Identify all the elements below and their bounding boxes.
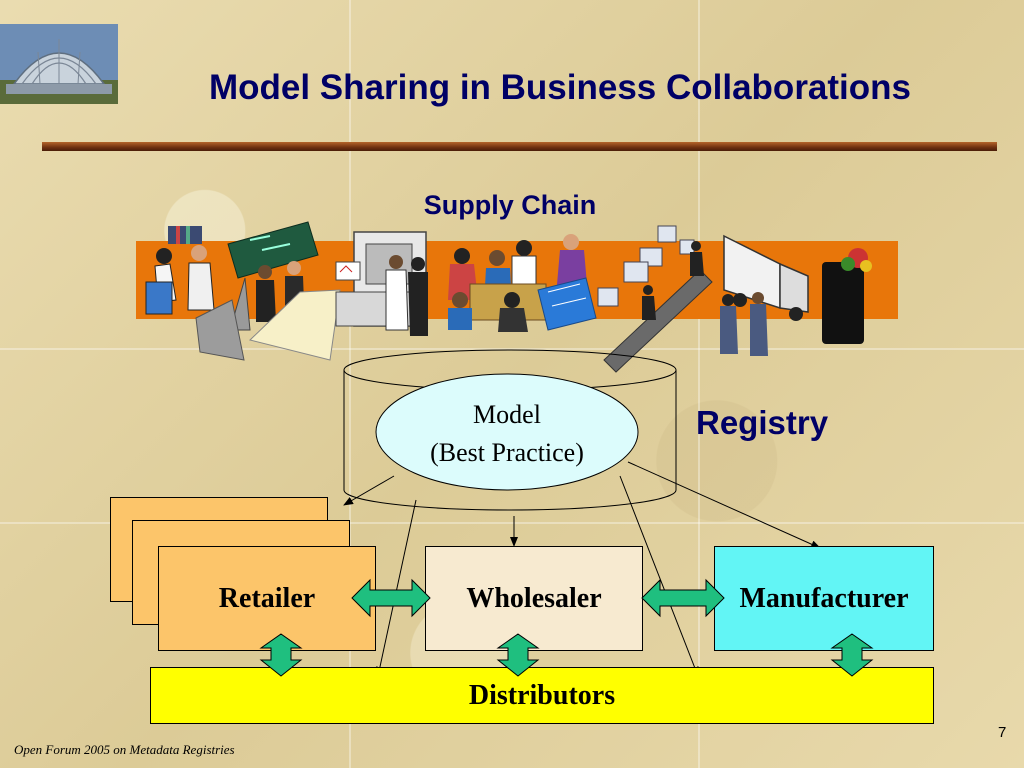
model-arrow-retailer [343,475,395,506]
supply-chain-clipart-icon [145,221,872,373]
model-label-line2: (Best Practice) [430,438,584,467]
retailer-label: Retailer [218,582,316,614]
wholesaler-box: Wholesaler [425,546,643,651]
model-label: Model (Best Practice) [378,396,636,472]
grid-line [0,348,1024,350]
supply-chain-label: Supply Chain [423,190,597,220]
model-ellipse [375,373,639,491]
grid-line [349,0,351,768]
footer-text: Open Forum 2005 on Metadata Registries [14,742,235,757]
page-title: Model Sharing in Business Collaborations [208,68,912,107]
distributors-label: Distributors [468,679,616,711]
wholesaler-label: Wholesaler [466,582,602,614]
model-arrow-manufacturer [627,461,821,549]
retailer-box: Retailer [158,546,376,651]
manufacturer-label: Manufacturer [739,582,909,614]
page-number: 7 [998,724,1007,741]
model-arrow-distributor-left [375,499,417,677]
grid-line [0,522,1024,524]
model-label-line1: Model [473,400,541,429]
grid-line [698,0,700,768]
building-dome-logo-icon [0,24,118,104]
registry-label: Registry [696,404,829,441]
model-arrow-distributor-right [619,475,699,677]
distributors-box: Distributors [150,667,934,724]
title-divider [42,142,997,151]
manufacturer-box: Manufacturer [714,546,934,651]
